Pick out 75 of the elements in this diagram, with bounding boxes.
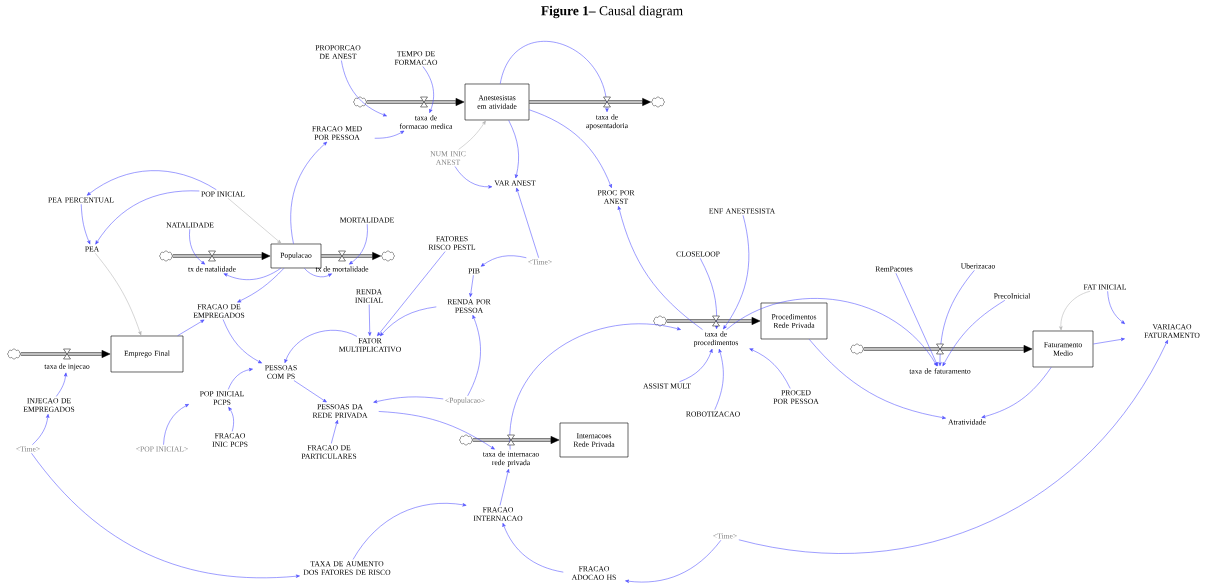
link-arrow <box>529 109 612 189</box>
link-arrow <box>31 452 300 579</box>
link-arrow <box>699 257 719 330</box>
link-arrow <box>749 348 791 389</box>
pipe-arrow <box>19 350 111 358</box>
cloud-symbol <box>353 96 367 108</box>
cloud-symbol <box>7 348 21 360</box>
link-arrow <box>32 413 50 446</box>
link-arrow <box>222 319 262 364</box>
pipe-arrow <box>471 436 560 444</box>
link-arrow <box>80 203 91 245</box>
link-arrow <box>341 60 387 117</box>
link-arrow <box>284 330 358 364</box>
link-arrow <box>808 339 946 420</box>
link-arrow <box>499 468 510 506</box>
link-arrow <box>942 300 1006 367</box>
link-arrow <box>94 252 142 336</box>
link-arrow <box>422 66 434 113</box>
link-arrow <box>1093 337 1125 345</box>
link-arrow <box>86 170 217 196</box>
cloud-symbol <box>850 343 864 355</box>
link-arrow <box>458 120 486 150</box>
figure-title: Figure 1– Causal diagram <box>541 5 683 19</box>
link-arrow <box>377 251 446 337</box>
link-arrow <box>502 522 564 573</box>
link-arrow <box>723 214 750 330</box>
link-arrow <box>895 272 938 367</box>
link-arrow <box>352 503 467 560</box>
pipe-arrow <box>171 252 271 260</box>
link-arrow <box>374 130 405 139</box>
link-arrow <box>1059 290 1091 331</box>
link-arrow <box>290 141 328 244</box>
link-arrow <box>379 306 437 337</box>
link-arrow <box>304 268 332 278</box>
cloud-symbol <box>159 250 173 262</box>
link-arrow <box>938 270 975 367</box>
pipe-arrow <box>320 252 381 260</box>
cloud-symbol <box>459 434 473 446</box>
link-arrow <box>981 367 1052 419</box>
link-arrow <box>227 368 253 390</box>
link-arrow <box>163 404 189 446</box>
cloud-symbol <box>651 96 665 108</box>
link-arrow <box>714 348 724 411</box>
link-arrow <box>228 406 234 432</box>
cloud-symbol <box>381 250 395 262</box>
link-arrow <box>617 205 703 330</box>
link-arrow <box>509 323 681 450</box>
link-arrow <box>625 539 722 583</box>
link-arrow <box>508 120 519 179</box>
link-arrow <box>331 419 339 444</box>
link-arrow <box>227 197 282 244</box>
link-arrow <box>1107 290 1125 325</box>
link-arrow <box>499 41 609 113</box>
pipe-arrow <box>665 317 761 325</box>
link-arrow <box>293 380 327 403</box>
link-arrow <box>237 268 285 303</box>
link-arrow <box>95 190 200 245</box>
pipe-arrow <box>365 98 465 106</box>
link-arrow <box>349 223 368 265</box>
link-arrow <box>469 274 474 297</box>
link-arrow <box>726 298 938 367</box>
link-arrow <box>223 268 281 280</box>
link-arrow <box>679 348 713 383</box>
link-arrow <box>189 228 206 265</box>
link-arrow <box>516 187 539 259</box>
link-arrow <box>738 339 1168 554</box>
link-arrow <box>177 319 205 336</box>
link-arrow <box>373 396 444 404</box>
link-arrow <box>454 166 493 189</box>
link-arrow <box>467 314 481 397</box>
link-arrow <box>368 304 372 336</box>
link-arrow <box>480 255 527 267</box>
link-arrow <box>55 372 68 397</box>
link-arrow <box>378 411 495 450</box>
cloud-symbol <box>653 315 667 327</box>
